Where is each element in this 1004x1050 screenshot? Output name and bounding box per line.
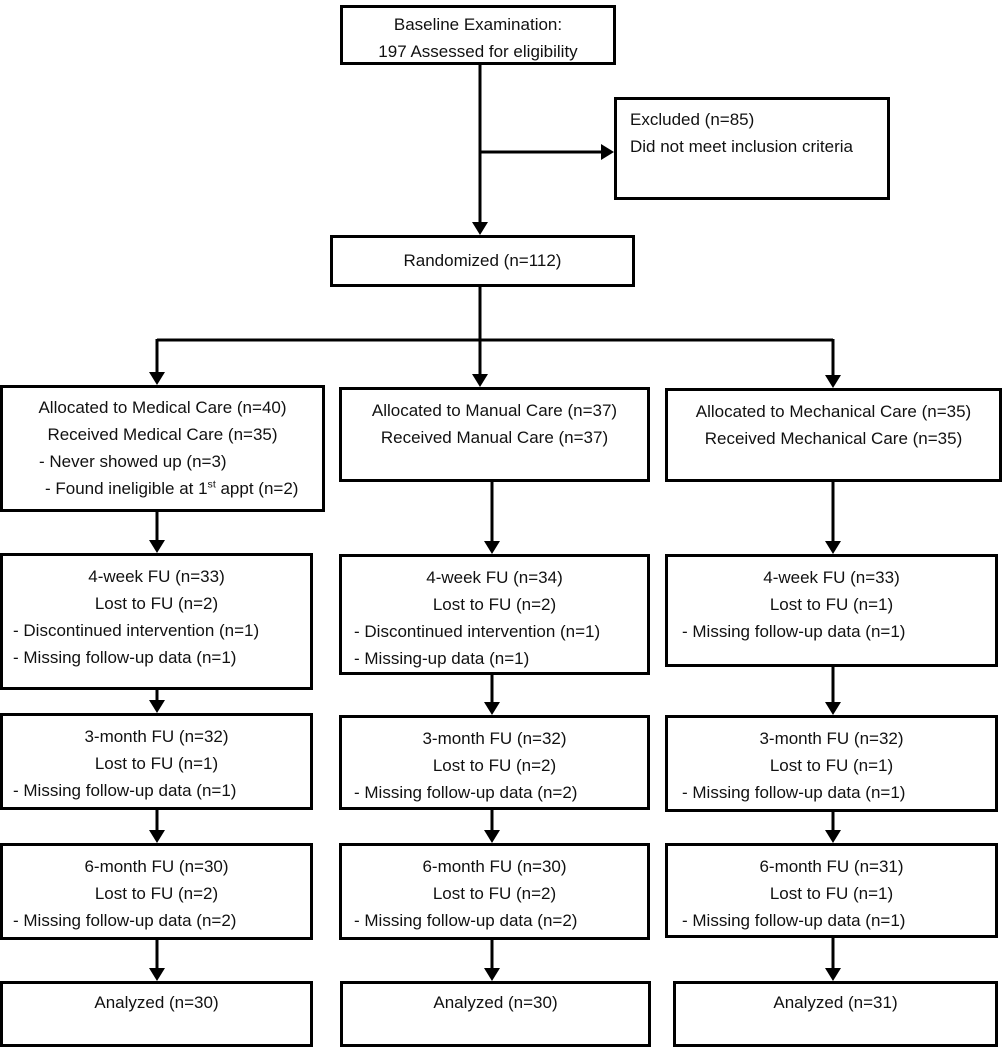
- allocation-medical-bullet2-pre: - Found ineligible at 1: [45, 479, 208, 498]
- baseline-line1: Baseline Examination:: [393, 15, 563, 34]
- excluded-line2: Did not meet inclusion criteria: [630, 137, 853, 156]
- fu6-box-medical: 6-month FU (n=30) Lost to FU (n=2) - Mis…: [0, 843, 313, 940]
- arrowhead-manual-analyzed: [484, 968, 500, 981]
- allocation-medical-bullet2-post: appt (n=2): [215, 479, 299, 498]
- arrowhead-medical-fu3: [149, 700, 165, 713]
- arrowhead-allocation-mechanical: [825, 375, 841, 388]
- allocation-manual-line1: Allocated to Manual Care (n=37): [371, 401, 618, 420]
- fu6-manual-line1: 6-month FU (n=30): [422, 857, 567, 876]
- allocation-mechanical-line2: Received Mechanical Care (n=35): [704, 429, 963, 448]
- fu3-manual-bullet1: - Missing follow-up data (n=2): [354, 783, 578, 802]
- allocation-box-manual: Allocated to Manual Care (n=37) Received…: [339, 387, 650, 482]
- allocation-mechanical-line1: Allocated to Mechanical Care (n=35): [695, 402, 972, 421]
- fu4-medical-bullet2: - Missing follow-up data (n=1): [13, 648, 237, 667]
- arrowhead-randomized: [472, 222, 488, 235]
- fu4-mechanical-line1: 4-week FU (n=33): [763, 568, 900, 587]
- analyzed-manual-label: Analyzed (n=30): [433, 993, 558, 1012]
- arrowhead-medical-fu6: [149, 830, 165, 843]
- arrowhead-mechanical-analyzed: [825, 968, 841, 981]
- fu4-manual-line2: Lost to FU (n=2): [432, 595, 557, 614]
- allocation-medical-bullet1: - Never showed up (n=3): [39, 452, 227, 471]
- fu4-medical-line2: Lost to FU (n=2): [94, 594, 219, 613]
- fu6-mechanical-line1: 6-month FU (n=31): [759, 857, 904, 876]
- fu6-medical-line1: 6-month FU (n=30): [84, 857, 229, 876]
- arrowhead-allocation-medical: [149, 372, 165, 385]
- fu4-mechanical-bullet1: - Missing follow-up data (n=1): [682, 622, 906, 641]
- fu4-box-medical: 4-week FU (n=33) Lost to FU (n=2) - Disc…: [0, 553, 313, 690]
- arrowhead-medical-fu4: [149, 540, 165, 553]
- analyzed-box-medical: Analyzed (n=30): [0, 981, 313, 1047]
- arrowhead-mechanical-fu6: [825, 830, 841, 843]
- excluded-line1: Excluded (n=85): [630, 110, 755, 129]
- fu4-box-manual: 4-week FU (n=34) Lost to FU (n=2) - Disc…: [339, 554, 650, 675]
- baseline-line2: 197 Assessed for eligibility: [378, 42, 578, 61]
- allocation-medical-line2: Received Medical Care (n=35): [47, 425, 278, 444]
- fu4-manual-line1: 4-week FU (n=34): [426, 568, 563, 587]
- fu6-box-manual: 6-month FU (n=30) Lost to FU (n=2) - Mis…: [339, 843, 650, 940]
- fu6-medical-line2: Lost to FU (n=2): [94, 884, 219, 903]
- fu6-mechanical-line2: Lost to FU (n=1): [769, 884, 894, 903]
- fu3-mechanical-bullet1: - Missing follow-up data (n=1): [682, 783, 906, 802]
- randomized-label: Randomized (n=112): [403, 251, 562, 270]
- fu3-mechanical-line1: 3-month FU (n=32): [759, 729, 904, 748]
- fu4-medical-line1: 4-week FU (n=33): [88, 567, 225, 586]
- fu3-mechanical-line2: Lost to FU (n=1): [769, 756, 894, 775]
- arrowhead-excluded: [601, 144, 614, 160]
- analyzed-box-manual: Analyzed (n=30): [340, 981, 651, 1047]
- analyzed-mechanical-label: Analyzed (n=31): [773, 993, 898, 1012]
- fu6-manual-line2: Lost to FU (n=2): [432, 884, 557, 903]
- fu4-box-mechanical: 4-week FU (n=33) Lost to FU (n=1) - Miss…: [665, 554, 998, 667]
- allocation-medical-line1: Allocated to Medical Care (n=40): [38, 398, 287, 417]
- excluded-box: Excluded (n=85) Did not meet inclusion c…: [614, 97, 890, 200]
- arrowhead-mechanical-fu4: [825, 541, 841, 554]
- fu6-medical-bullet1: - Missing follow-up data (n=2): [13, 911, 237, 930]
- arrowhead-manual-fu3: [484, 702, 500, 715]
- fu6-manual-bullet1: - Missing follow-up data (n=2): [354, 911, 578, 930]
- allocation-medical-bullet2-sup: st: [207, 478, 216, 491]
- fu3-medical-line1: 3-month FU (n=32): [84, 727, 229, 746]
- fu4-mechanical-line2: Lost to FU (n=1): [769, 595, 894, 614]
- arrowhead-medical-analyzed: [149, 968, 165, 981]
- arrowhead-allocation-manual: [472, 374, 488, 387]
- fu3-medical-bullet1: - Missing follow-up data (n=1): [13, 781, 237, 800]
- fu3-medical-line2: Lost to FU (n=1): [94, 754, 219, 773]
- allocation-medical-bullet2: - Found ineligible at 1st appt (n=2): [3, 475, 322, 502]
- fu6-box-mechanical: 6-month FU (n=31) Lost to FU (n=1) - Mis…: [665, 843, 998, 938]
- allocation-manual-line2: Received Manual Care (n=37): [380, 428, 609, 447]
- fu4-manual-bullet1: - Discontinued intervention (n=1): [354, 622, 601, 641]
- arrowhead-mechanical-fu3: [825, 702, 841, 715]
- fu3-box-medical: 3-month FU (n=32) Lost to FU (n=1) - Mis…: [0, 713, 313, 810]
- analyzed-medical-label: Analyzed (n=30): [94, 993, 219, 1012]
- fu4-medical-bullet1: - Discontinued intervention (n=1): [13, 621, 260, 640]
- randomized-box: Randomized (n=112): [330, 235, 635, 287]
- arrowhead-manual-fu6: [484, 830, 500, 843]
- allocation-box-mechanical: Allocated to Mechanical Care (n=35) Rece…: [665, 388, 1002, 482]
- fu3-manual-line1: 3-month FU (n=32): [422, 729, 567, 748]
- arrowhead-manual-fu4: [484, 541, 500, 554]
- analyzed-box-mechanical: Analyzed (n=31): [673, 981, 998, 1047]
- baseline-box: Baseline Examination: 197 Assessed for e…: [340, 5, 616, 65]
- fu6-mechanical-bullet1: - Missing follow-up data (n=1): [682, 911, 906, 930]
- fu3-manual-line2: Lost to FU (n=2): [432, 756, 557, 775]
- fu4-manual-bullet2: - Missing-up data (n=1): [354, 649, 530, 668]
- fu3-box-mechanical: 3-month FU (n=32) Lost to FU (n=1) - Mis…: [665, 715, 998, 812]
- allocation-box-medical: Allocated to Medical Care (n=40) Receive…: [0, 385, 325, 512]
- fu3-box-manual: 3-month FU (n=32) Lost to FU (n=2) - Mis…: [339, 715, 650, 810]
